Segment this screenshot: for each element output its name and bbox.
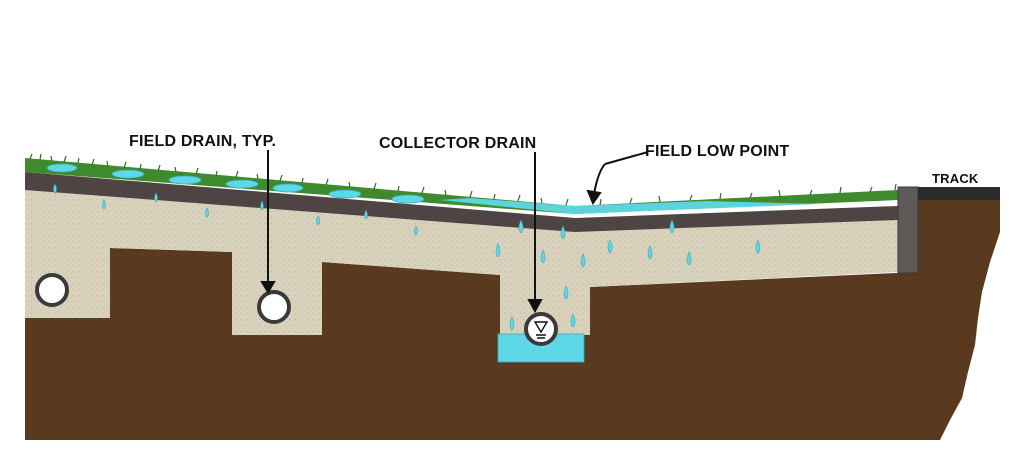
surface-water-drops [46, 163, 425, 204]
collector-drain-pipe [524, 312, 558, 346]
leader-lines [260, 150, 649, 314]
ponded-water [440, 198, 820, 214]
infiltration-drops [53, 183, 761, 331]
track-surface [918, 187, 1000, 200]
field-low-point-label: FIELD LOW POINT [645, 143, 790, 160]
water-level-icon [533, 321, 549, 339]
track-curb [897, 186, 919, 274]
collector-drain-label: COLLECTOR DRAIN [379, 135, 537, 152]
base-layer [25, 172, 898, 232]
field-drain-label: FIELD DRAIN, TYP. [129, 133, 277, 150]
track-label: TRACK [932, 171, 979, 186]
subsoil-layer [25, 200, 1000, 440]
turf-layer [25, 158, 898, 214]
gravel-drainage-layer [25, 188, 898, 335]
field-drain-pipe-left [35, 273, 69, 307]
grass-blades [29, 153, 897, 206]
field-drain-pipe-center [257, 290, 291, 324]
